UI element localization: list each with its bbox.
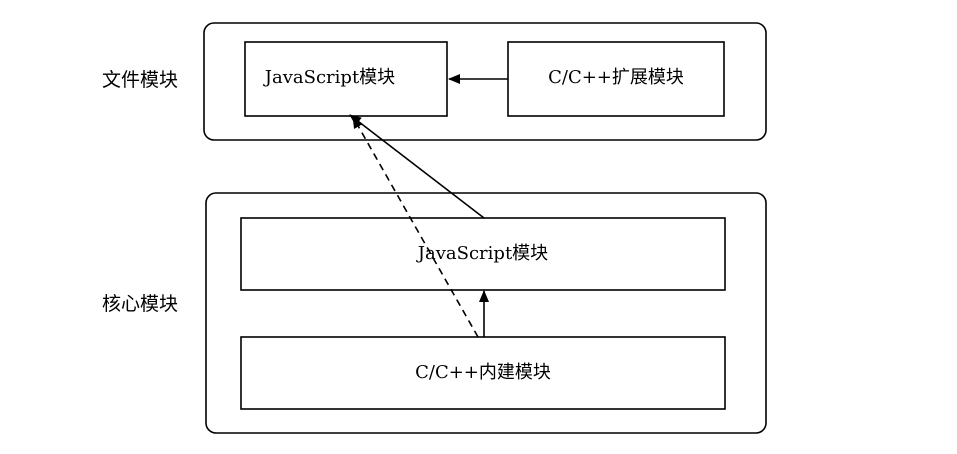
core-javascript-module-label: JavaScript模块 [417, 243, 549, 264]
file-cpp-extension-module-label: C/C++扩展模块 [548, 67, 684, 88]
edge-core-javascript-to-file-javascript [349, 114, 485, 219]
file-javascript-module-label: JavaScript模块 [264, 67, 396, 88]
file-modules-group-label: 文件模块 [102, 69, 179, 91]
core-modules-group-label: 核心模块 [102, 293, 179, 315]
core-cpp-builtin-module-box [240, 336, 726, 410]
core-cpp-builtin-module-label: C/C++内建模块 [415, 362, 551, 383]
edge-cpp-builtin-to-file-javascript [352, 116, 479, 338]
file-javascript-module-box [244, 41, 448, 117]
core-javascript-module-box [240, 217, 726, 291]
